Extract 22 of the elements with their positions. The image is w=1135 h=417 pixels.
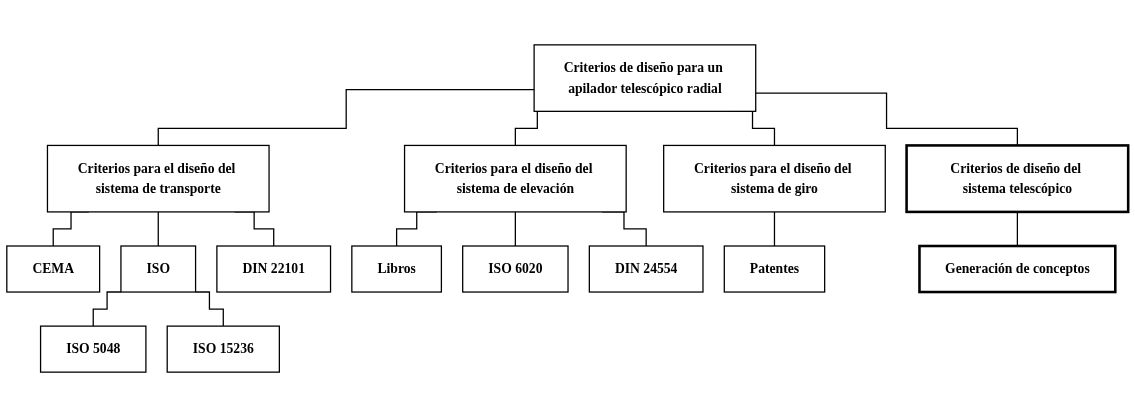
- node-box: ISO 5048: [39, 325, 147, 373]
- node-box: Criterios para el diseño del sistema de elevación: [403, 144, 627, 213]
- connector: [157, 88, 535, 147]
- connector: [514, 211, 516, 247]
- node-box: Criterios de diseño del sistema telescópico: [905, 144, 1130, 214]
- node-box: Criterios para el diseño del sistema de giro: [663, 144, 886, 213]
- node-box: CEMA: [6, 245, 101, 293]
- node-box: ISO: [120, 245, 197, 293]
- node-box: Criterios de diseño para un apilador telescópico radial: [533, 44, 757, 112]
- connector: [92, 291, 122, 327]
- node-box: Generación de conceptos: [918, 244, 1117, 294]
- connector: [773, 211, 776, 247]
- connector: [157, 211, 159, 247]
- node-box: ISO 15236: [166, 325, 280, 373]
- node-box: Patentes: [723, 245, 826, 293]
- node-box: DIN 22101: [216, 245, 332, 293]
- connector: [194, 291, 224, 327]
- node-box: ISO 6020: [462, 245, 569, 293]
- node-box: DIN 24554: [588, 245, 704, 293]
- node-box: Criterios para el diseño del sistema de transporte: [46, 144, 270, 213]
- node-box: Libros: [351, 245, 443, 293]
- connector: [1016, 211, 1018, 247]
